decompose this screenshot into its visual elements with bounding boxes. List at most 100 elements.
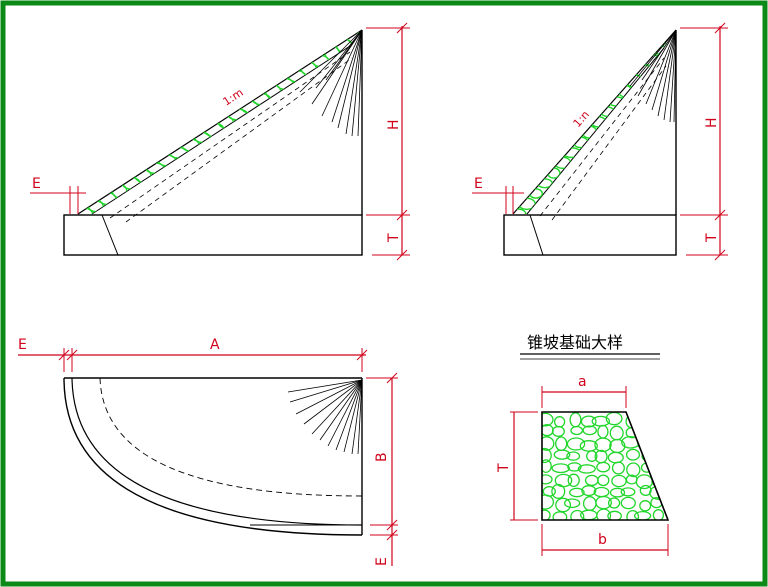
dim-a-slash3 (356, 349, 368, 361)
stone (597, 424, 609, 439)
foundation-left (63, 214, 363, 256)
ray-line (311, 29, 363, 105)
stone (566, 437, 586, 451)
dim-b-slash1 (386, 372, 398, 384)
slope-label-left: 1:m (221, 86, 246, 109)
a-label-plan: A (210, 337, 220, 353)
stone (626, 509, 640, 520)
stone (611, 474, 627, 488)
radiating-lines-left (299, 29, 363, 137)
stone (626, 462, 641, 478)
t-label-detail: T (496, 463, 512, 473)
stone (652, 509, 665, 520)
stone (577, 464, 596, 474)
stone (542, 412, 554, 427)
stone (566, 451, 581, 461)
ray-line (651, 29, 677, 111)
e-label-plan-right: E (374, 557, 390, 566)
ray-line (327, 379, 363, 447)
stone (651, 448, 667, 462)
stone (554, 156, 572, 170)
stone (611, 461, 625, 475)
dim-a-slash1 (58, 349, 70, 361)
radiating-lines-right (629, 29, 677, 123)
dim-b-slash3 (386, 529, 398, 541)
stone (513, 208, 527, 214)
slope-dash-left-1 (109, 51, 351, 219)
stone (609, 438, 626, 454)
slope-dash-left-2 (125, 57, 353, 223)
foundation-right (503, 214, 677, 256)
ray-line (345, 29, 363, 135)
plan-view: E A B E (18, 337, 398, 566)
dim-h-left-tick3 (396, 249, 408, 261)
stone (649, 436, 668, 451)
b-label-detail: b (598, 532, 607, 548)
ray-line (351, 29, 363, 137)
ray-line (295, 379, 363, 415)
stone (607, 451, 624, 464)
elevation-right: 1:n E H T (472, 22, 728, 261)
stone (580, 415, 597, 428)
plan-inner-arc (71, 377, 363, 526)
b-label-plan: B (374, 452, 390, 462)
slope-label-right: 1:n (571, 108, 593, 130)
stone (607, 497, 621, 509)
stone (620, 487, 636, 497)
ray-line (637, 29, 677, 97)
stone (542, 474, 553, 485)
elevation-left: 1:m E H T (30, 22, 410, 261)
stone (570, 509, 585, 520)
plan-outer-arc (63, 377, 363, 536)
stone (594, 437, 612, 453)
dim-a-slash2 (66, 349, 78, 361)
slope-inner-left (91, 45, 351, 215)
a-label-detail: a (578, 374, 587, 390)
stone (551, 425, 565, 437)
stone (625, 448, 641, 461)
stone (542, 459, 552, 473)
slope-inner-right (526, 47, 665, 215)
dim-h-right-tick2 (714, 209, 726, 221)
radiating-lines-plan (287, 379, 363, 455)
stone (569, 487, 585, 498)
ray-line (311, 379, 363, 435)
stone (553, 449, 571, 460)
foundation-detail: 锥坡基础大样 a b T (496, 333, 670, 556)
ray-line (669, 29, 677, 123)
stone (650, 416, 668, 427)
stone (586, 450, 598, 462)
ray-line (321, 29, 363, 117)
ray-line (351, 379, 363, 455)
stone (553, 416, 566, 428)
ray-line (357, 379, 363, 455)
stone (648, 461, 665, 477)
h-label-right: H (704, 117, 720, 128)
stone (582, 496, 597, 511)
stone (552, 511, 568, 520)
ray-line (645, 29, 677, 105)
detail-title: 锥坡基础大样 (527, 333, 623, 352)
stone (563, 498, 581, 509)
dim-h-left-tick2 (396, 209, 408, 221)
slope-face-left (77, 29, 363, 215)
stone (551, 463, 570, 474)
stone (569, 412, 582, 428)
dim-b-slash2 (386, 519, 398, 531)
stone (582, 425, 597, 436)
foot-trapezoid (541, 411, 670, 521)
stone (567, 462, 582, 472)
stone (597, 474, 610, 487)
ray-line (325, 29, 363, 81)
dim-h-right-tick3 (714, 249, 726, 261)
ray-line (343, 379, 363, 453)
ray-line (629, 29, 677, 87)
plan-dashed-arc (99, 377, 363, 497)
ray-line (315, 29, 363, 89)
stone (542, 436, 555, 451)
e-label-plan-top: E (18, 337, 27, 353)
stone (542, 509, 551, 520)
stone (555, 497, 572, 513)
stone (609, 425, 624, 441)
